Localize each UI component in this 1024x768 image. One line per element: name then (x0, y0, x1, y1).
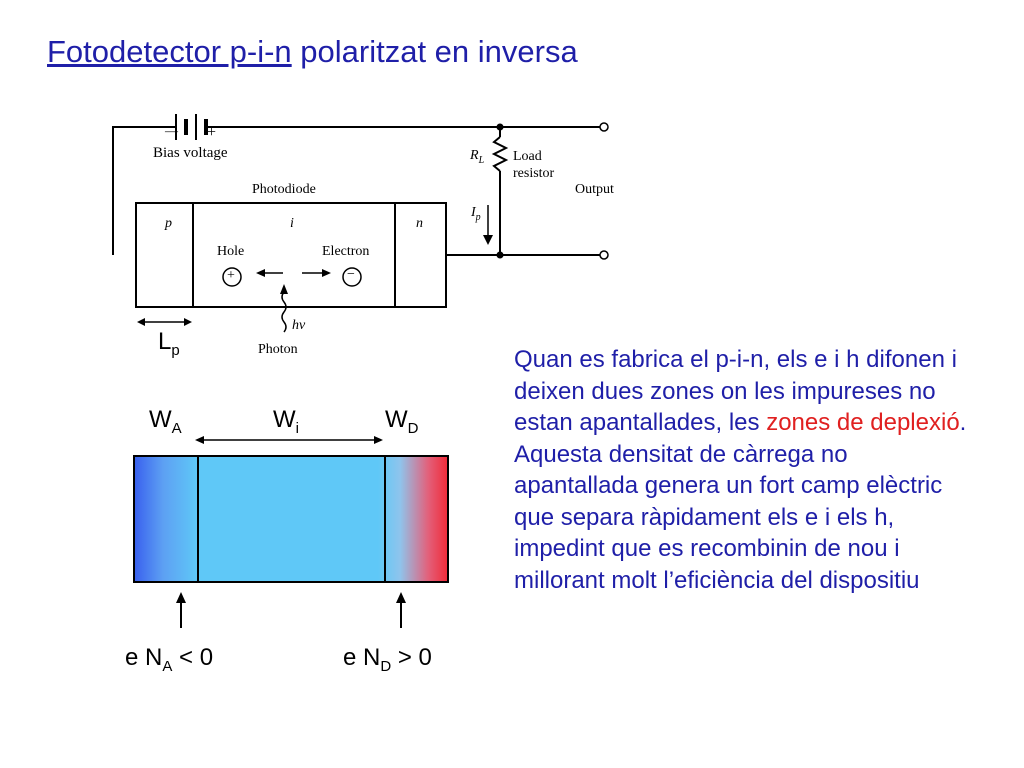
lp-arrowhead-left (137, 318, 145, 326)
lp-label: Lp (158, 328, 180, 359)
depletion-band (133, 455, 449, 583)
load-label: Load (513, 149, 542, 164)
photon-label: Photon (258, 342, 298, 357)
bias-plus-label: + (207, 124, 217, 141)
photon-wave (281, 291, 287, 333)
electron-motion-arrowhead (322, 269, 331, 277)
slide-title: Fotodetector p-i-n polaritzat en inversa (47, 34, 578, 70)
region-n-label: n (416, 216, 423, 231)
hole-label: Hole (217, 244, 245, 259)
wi-label: Wi (273, 406, 299, 437)
electron-label: Electron (322, 244, 370, 259)
hole-sign: + (227, 268, 235, 283)
bias-minus-label: — (165, 123, 178, 138)
region-p-label: p (165, 216, 172, 231)
ip-label: Ip (471, 205, 481, 223)
photon-arrowhead (280, 284, 288, 294)
title-text: polaritzat en inversa (291, 34, 578, 69)
wi-arrowhead-left (195, 436, 204, 444)
region-i-label: i (290, 216, 294, 231)
title-link[interactable]: Fotodetector p-i-n (47, 34, 292, 69)
wa-label: WA (149, 406, 182, 437)
photodiode-label: Photodiode (252, 182, 316, 197)
photon-symbol: hν (292, 318, 306, 333)
electron-sign: − (347, 267, 355, 282)
output-terminal-bottom (599, 250, 609, 260)
nd-label: e ND > 0 (343, 644, 432, 675)
wa-boundary-line (197, 457, 199, 581)
resistor-zigzag (491, 136, 509, 172)
description-text: Quan es fabrica el p-i-n, els e i h difo… (514, 346, 967, 594)
bias-voltage-label: Bias voltage (153, 145, 228, 161)
wd-label: WD (385, 406, 419, 437)
lp-arrowhead-right (184, 318, 192, 326)
rl-label: RL (470, 148, 485, 166)
junction-dot-bottom (496, 251, 504, 259)
wd-boundary-line (384, 457, 386, 581)
depletion-highlight: zones de deplexió (766, 409, 960, 436)
hole-motion-arrowhead (256, 269, 265, 277)
wi-arrowhead-right (374, 436, 383, 444)
na-label: e NA < 0 (125, 644, 214, 675)
nd-pointer-head (396, 592, 406, 603)
output-terminal-top (599, 122, 609, 132)
na-pointer-head (176, 592, 186, 603)
resistor-label: resistor (513, 166, 555, 181)
output-label: Output (575, 182, 614, 197)
photodiode-body (135, 202, 447, 308)
ip-arrowhead (483, 235, 493, 245)
wire-left (112, 126, 176, 255)
hole-circle (222, 267, 242, 287)
junction-dot-top (496, 123, 504, 131)
electron-circle (342, 267, 362, 287)
